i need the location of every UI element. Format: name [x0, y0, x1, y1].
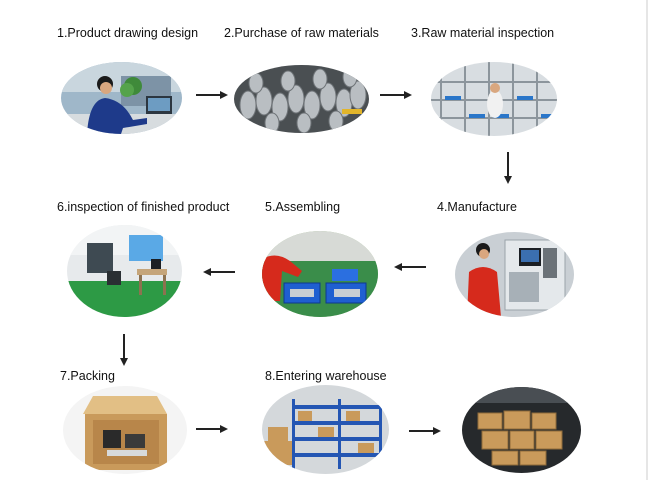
step-2-photo — [234, 65, 369, 133]
step-8-photo — [262, 385, 389, 474]
arrow-down-1 — [504, 152, 512, 184]
step-2-label: 2.Purchase of raw materials — [224, 26, 379, 40]
step-5-photo — [262, 231, 378, 317]
arrow-right-1 — [196, 91, 228, 99]
step-3-label: 3.Raw material inspection — [411, 26, 555, 40]
step-1-label: 1.Product drawing design — [57, 26, 199, 40]
arrow-right-2 — [380, 91, 412, 99]
step-6-photo — [67, 225, 182, 317]
arrow-down-2 — [120, 334, 128, 366]
page-edge — [646, 0, 648, 480]
step-4-label: 4.Manufacture — [437, 200, 517, 214]
step-final-photo — [462, 387, 581, 473]
step-7-photo — [63, 386, 187, 474]
arrow-right-3 — [196, 425, 228, 433]
arrow-left-2 — [203, 268, 235, 276]
step-8-label: 8.Entering warehouse — [265, 369, 387, 383]
arrow-left-1 — [394, 263, 426, 271]
step-5-label: 5.Assembling — [265, 200, 341, 214]
step-1-photo — [61, 62, 182, 134]
step-7-label: 7.Packing — [60, 369, 115, 383]
step-6-label: 6.inspection of finished product — [57, 200, 230, 214]
step-4-photo — [455, 232, 574, 317]
step-3-photo — [431, 62, 557, 136]
arrow-right-4 — [409, 427, 441, 435]
